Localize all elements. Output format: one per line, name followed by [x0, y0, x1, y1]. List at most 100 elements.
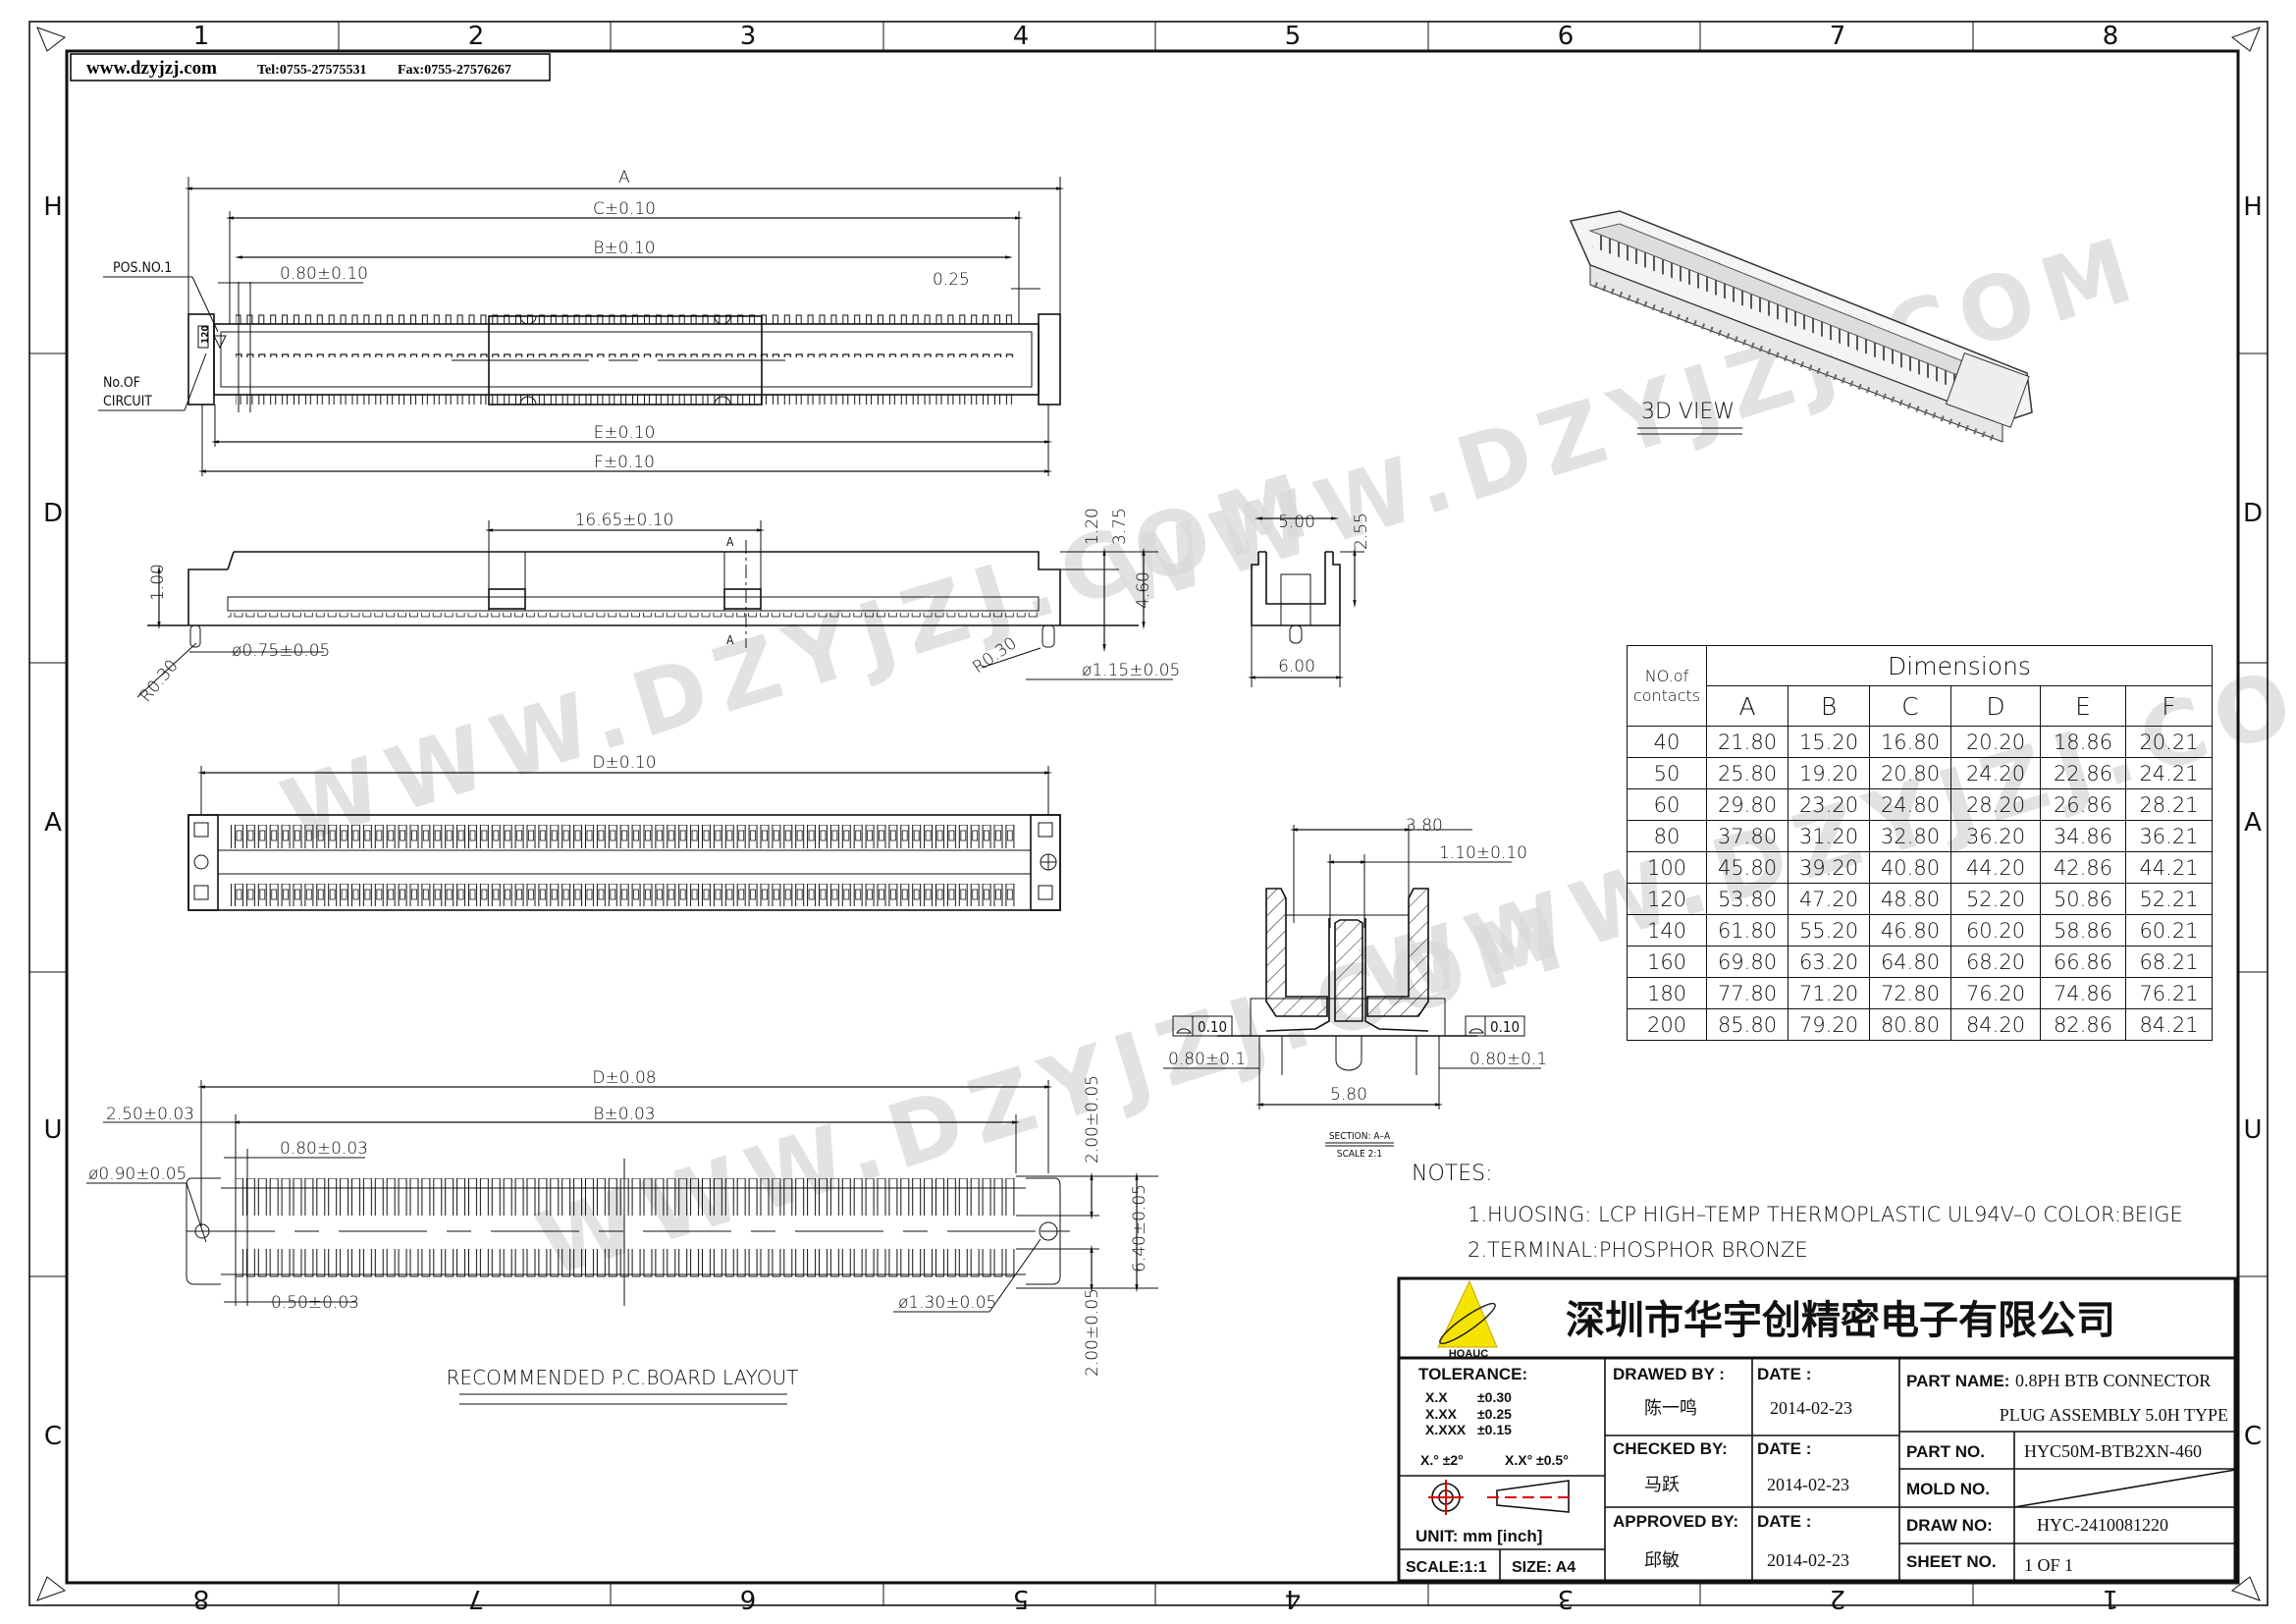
bottom-view: D±0.10 [187, 753, 1061, 911]
dimension-label: 0.80±0.10 [280, 264, 368, 284]
dimension-cell: 50.86 [2040, 883, 2126, 915]
dimension-cell: 64.80 [1869, 946, 1951, 978]
dimension-cell: 71.20 [1788, 977, 1870, 1009]
dimension-label: 4 [1285, 1584, 1302, 1613]
tel-text: Tel:0755-27575531 [257, 63, 366, 78]
dimension-label: A [618, 168, 630, 188]
dimension-cell: 22.86 [2040, 757, 2126, 789]
dimension-label: X.X [1425, 1389, 1448, 1405]
contacts-cell: 40 [1627, 726, 1707, 758]
dimension-label: APPROVED BY: [1613, 1512, 1738, 1531]
dimension-label: A [44, 808, 62, 838]
dimension-label: H [2243, 192, 2263, 222]
dimension-label: WWW.DZYJZJ.COM [271, 452, 1330, 865]
dimension-cell: 37.80 [1706, 820, 1789, 852]
dimension-cell: 24.20 [1950, 757, 2041, 789]
dimension-label: E±0.10 [594, 423, 656, 443]
dimension-cell: 23.20 [1788, 788, 1870, 821]
dimension-label: 马跃 [1644, 1475, 1680, 1494]
website-text: www.dzyjzj.com [86, 58, 217, 79]
dimension-cell: 58.86 [2040, 914, 2126, 947]
dimension-label: ±0.15 [1477, 1422, 1512, 1437]
title-block: HOAUC 深圳市华宇创精密电子有限公司 TOLERANCE: X.X ±0.3… [1397, 1276, 2237, 1583]
dimension-label: POS.NO.1 [113, 260, 172, 276]
dimension-label: ø1.15±0.05 [1082, 661, 1180, 680]
dimension-label: 1 [2103, 1584, 2119, 1613]
section-a-a: 3.80 1.10±0.10 0.10 0.10 0.80±0.1 0.80±0… [1163, 816, 1547, 1160]
dimension-cell: 84.20 [1950, 1008, 2041, 1041]
dimension-label: 16.65±0.10 [575, 511, 674, 530]
dimension-label: MOLD NO. [1906, 1480, 1990, 1498]
dimensions-title: Dimensions [1706, 645, 2213, 686]
dimension-label: 0.10 [1490, 1018, 1520, 1036]
dimension-label: A [726, 535, 734, 549]
dimension-label: DATE : [1757, 1439, 1811, 1458]
dimension-label: HYC50M-BTB2XN-460 [2024, 1441, 2202, 1461]
dimension-label: ø1.30±0.05 [898, 1293, 996, 1313]
dimension-label: 1.20 [1083, 508, 1102, 545]
dimension-label: 3.75 [1110, 508, 1130, 545]
dimension-cell: 18.86 [2040, 726, 2126, 758]
dimension-label: 2.00±0.05 [1083, 1075, 1102, 1164]
dimension-cell: 52.20 [1950, 883, 2041, 915]
dimension-label: DRAWED BY : [1613, 1365, 1725, 1383]
dimension-cell: 32.80 [1869, 820, 1951, 852]
3d-view: 3D VIEW [1569, 210, 2033, 443]
dimension-cell: 34.86 [2040, 820, 2126, 852]
dimension-label: 0.10 [1198, 1018, 1227, 1036]
dimension-label: D±0.08 [592, 1068, 656, 1088]
dimension-label: 0.80±0.1 [1469, 1050, 1547, 1069]
dimension-cell: 79.20 [1788, 1008, 1870, 1041]
dimension-cell: 36.21 [2125, 820, 2213, 852]
dimension-label: U [43, 1115, 62, 1145]
column-header-a: A [1706, 685, 1789, 727]
dimension-cell: 44.21 [2125, 851, 2213, 884]
dimension-label: 2.TERMINAL:PHOSPHOR BRONZE [1468, 1238, 1808, 1262]
dimension-label: 陈一鸣 [1644, 1398, 1697, 1418]
dimension-label: 1 OF 1 [2024, 1555, 2073, 1575]
dimension-label: 2 [468, 22, 485, 51]
dimension-cell: 24.21 [2125, 757, 2213, 789]
dimension-label: 6.00 [1278, 657, 1315, 677]
dimension-cell: 68.20 [1950, 946, 2041, 978]
dimension-label: X.XX [1425, 1406, 1458, 1422]
dimension-label: CIRCUIT [103, 394, 152, 409]
dimension-cell: 20.80 [1869, 757, 1951, 789]
dimension-cell: 85.80 [1706, 1008, 1789, 1041]
dimension-label: 2014-02-23 [1767, 1475, 1849, 1494]
dimension-label: DRAW NO: [1906, 1516, 1993, 1535]
column-header-e: E [2040, 685, 2126, 727]
dimension-label: 4.60 [1134, 571, 1153, 609]
contact-header: www.dzyjzj.com Tel:0755-27575531 Fax:075… [70, 53, 551, 81]
dimension-cell: 44.20 [1950, 851, 2041, 884]
projection-symbol-icon [1428, 1480, 1575, 1515]
dimension-label: ±0.25 [1477, 1406, 1512, 1422]
dimension-cell: 29.80 [1706, 788, 1789, 821]
dimension-label: B±0.03 [593, 1105, 655, 1124]
dimension-cell: 28.21 [2125, 788, 2213, 821]
dimension-label: 8 [193, 1584, 210, 1613]
dimension-label: 8 [2103, 22, 2119, 51]
contacts-cell: 100 [1627, 851, 1707, 884]
dimension-label: 5 [1013, 1584, 1030, 1613]
dimension-label: 2 [1830, 1584, 1846, 1613]
contacts-cell: 160 [1627, 946, 1707, 978]
dimension-cell: 66.86 [2040, 946, 2126, 978]
dimension-cell: 76.20 [1950, 977, 2041, 1009]
company-logo: HOAUC [1437, 1279, 1498, 1360]
dimension-cell: 36.20 [1950, 820, 2041, 852]
dimension-cell: 16.80 [1869, 726, 1951, 758]
dimension-cell: 84.21 [2125, 1008, 2213, 1041]
dimension-cell: 48.80 [1869, 883, 1951, 915]
dimension-label: SCALE:1:1 [1406, 1559, 1487, 1576]
dimension-cell: 26.86 [2040, 788, 2126, 821]
dimension-cell: 47.20 [1788, 883, 1870, 915]
dimension-label: H [43, 192, 63, 222]
contacts-cell: 50 [1627, 757, 1707, 789]
